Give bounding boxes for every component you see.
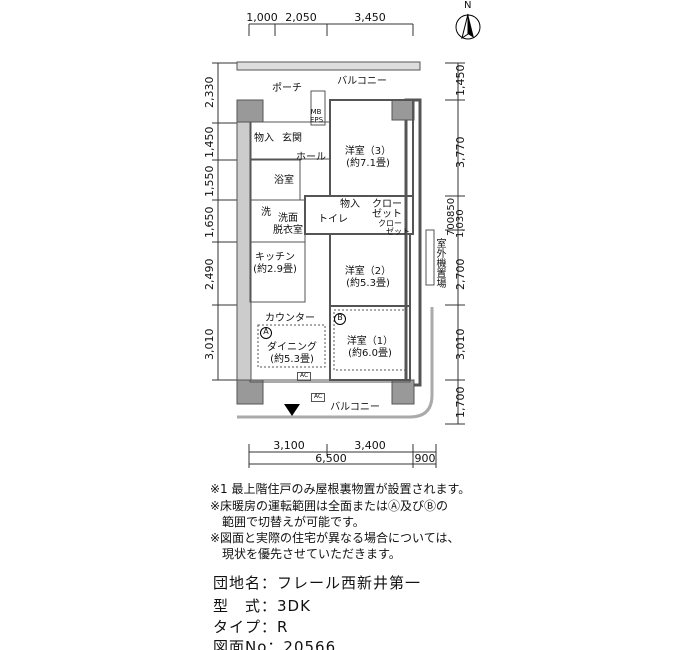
room-dining: ダイニング — [267, 342, 317, 353]
room-counter: カウンター — [265, 313, 315, 324]
info-model: 型 式：3DK — [213, 597, 311, 615]
room-western-1: 洋室（1） — [346, 336, 394, 347]
room-balcony-bottom: バルコニー — [330, 402, 380, 413]
dim-right-2: 3,770 — [454, 136, 467, 169]
room-storage-2: 物入 — [340, 199, 360, 210]
room-western-3-size: (約7.1畳) — [346, 158, 390, 169]
entrance-arrow-icon — [284, 404, 300, 416]
dim-right-8: 1,700 — [454, 386, 467, 419]
dim-left-6: 3,010 — [203, 328, 216, 361]
dim-bottom-total: 6,500 — [315, 452, 347, 465]
room-western-3: 洋室（3） — [344, 146, 392, 157]
room-dressing: 脱衣室 — [273, 225, 303, 236]
room-closet-1b: ゼット — [372, 209, 402, 220]
room-storage-1: 物入 — [254, 133, 274, 144]
room-entrance: 玄関 — [282, 133, 302, 144]
room-kitchen: キッチン — [255, 252, 295, 263]
room-porch: ポーチ — [272, 83, 302, 94]
room-balcony-top: バルコニー — [337, 76, 387, 87]
room-hall: ホール — [296, 152, 326, 163]
note-2: ※床暖房の運転範囲は全面またはⒶ及びⒷの — [210, 499, 449, 513]
room-western-1-size: (約6.0畳) — [348, 348, 392, 359]
dim-top-1: 1,000 — [246, 11, 278, 24]
room-dining-size: (約5.3畳) — [270, 354, 314, 365]
room-outdoor-unit: 室外機置場 — [434, 238, 445, 288]
room-bath: 浴室 — [274, 175, 294, 186]
dim-right-5: 1,030 — [455, 209, 466, 238]
note-3: 範囲で切替えが可能です。 — [210, 515, 365, 529]
ac-unit-2: AC — [311, 393, 326, 402]
dim-right-1: 1,450 — [454, 64, 467, 97]
room-closet-2: クロー — [378, 219, 402, 228]
note-4: ※図面と実際の住宅が異なる場合については、 — [210, 531, 460, 545]
dim-left-4: 1,650 — [203, 206, 216, 239]
dim-bottom-extra: 900 — [414, 452, 436, 465]
note-1: ※1 最上階住戸のみ屋根裏物置が設置されます。 — [210, 482, 471, 496]
info-type: タイプ：R — [213, 618, 289, 636]
compass-label: N — [464, 0, 472, 11]
dim-left-2: 1,450 — [203, 126, 216, 159]
room-western-2-size: (約5.3畳) — [346, 278, 390, 289]
dim-top-2: 2,050 — [285, 11, 317, 24]
room-kitchen-size: (約2.9畳) — [253, 264, 297, 275]
room-western-2: 洋室（2） — [344, 266, 392, 277]
dim-right-7: 3,010 — [454, 328, 467, 361]
dim-bottom-2: 3,400 — [354, 439, 386, 452]
dim-right-6: 2,700 — [454, 258, 467, 291]
dim-top-3: 3,450 — [354, 11, 386, 24]
room-toilet: トイレ — [318, 214, 348, 225]
compass-icon — [455, 13, 481, 40]
ac-unit-1: AC — [297, 372, 312, 381]
room-washroom: 洗面 — [278, 213, 298, 224]
dim-left-1: 2,330 — [203, 76, 216, 109]
room-wash: 洗 — [261, 207, 271, 218]
room-mb-eps: MB EPS — [310, 108, 324, 124]
floor-heating-mark-b: B — [334, 313, 346, 325]
floor-heating-mark-a: A — [260, 327, 272, 339]
dim-left-5: 2,490 — [203, 258, 216, 291]
info-complex-name: 団地名：フレール西新井第一 — [213, 574, 422, 592]
room-closet-2b: ゼット — [386, 227, 410, 236]
room-closet-1: クロー — [372, 199, 402, 210]
dim-bottom-1: 3,100 — [273, 439, 305, 452]
dim-left-3: 1,550 — [203, 165, 216, 198]
note-5: 現状を優先させていただきます。 — [210, 547, 401, 561]
info-plan-number: 図面No：20566 — [213, 638, 337, 650]
